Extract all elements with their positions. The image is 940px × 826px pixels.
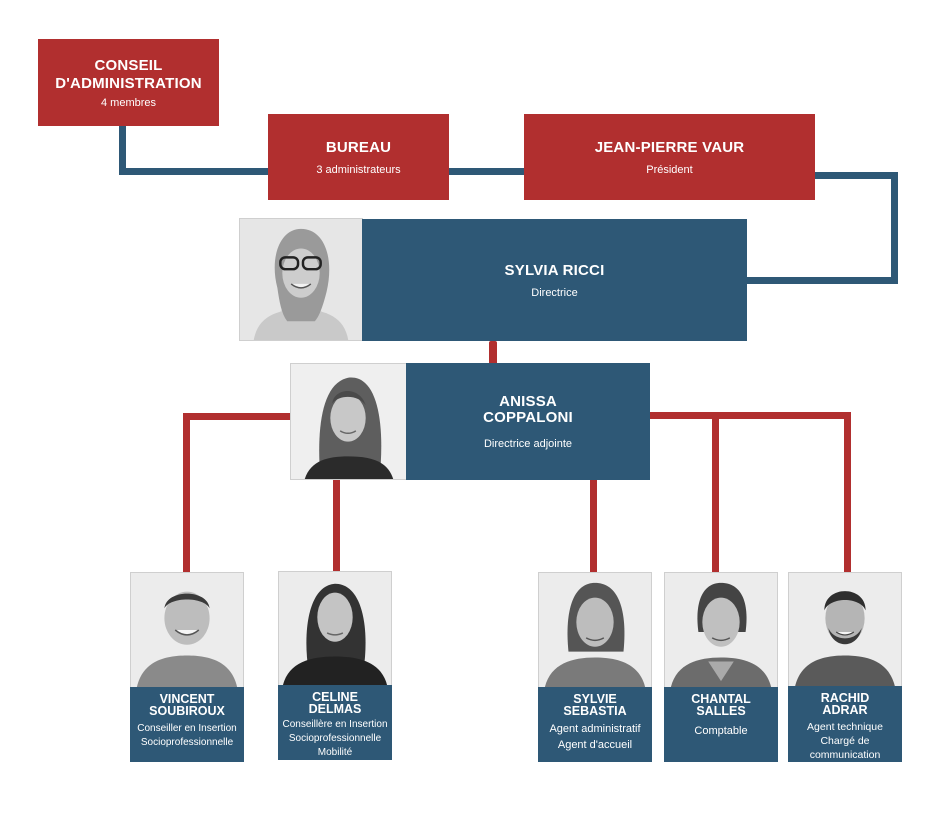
celine-role: Conseillère en Insertion Socioprofession…	[282, 719, 388, 758]
rachid-label: RACHID ADRAR Agent technique Chargé de c…	[788, 686, 902, 762]
connector-vincent	[183, 413, 190, 573]
rachid-photo	[788, 572, 902, 688]
rachid-name: RACHID ADRAR	[820, 691, 870, 717]
connector-right-horizontal	[649, 412, 851, 419]
conseil-box: CONSEIL D'ADMINISTRATION 4 membres	[38, 39, 219, 126]
celine-label: CELINE DELMAS Conseillère en Insertion S…	[278, 685, 392, 760]
connector-bureau-president	[447, 168, 527, 175]
directrice-title: SYLVIA RICCI	[504, 261, 605, 279]
bureau-sub: 3 administrateurs	[316, 163, 401, 176]
connector-directrice-adjointe	[489, 341, 497, 365]
connector-left-horizontal	[183, 413, 291, 420]
conseil-sub: 4 membres	[100, 96, 157, 109]
connector-celine	[333, 479, 340, 572]
connector-rachid	[844, 412, 851, 573]
vincent-role: Conseiller en Insertion Socioprofessionn…	[137, 723, 237, 748]
president-title: JEAN-PIERRE VAUR	[594, 138, 745, 156]
connector-sylvie	[590, 479, 597, 573]
directrice-sub: Directrice	[531, 286, 578, 299]
directrice-box: SYLVIA RICCI Directrice	[362, 219, 747, 341]
celine-photo	[278, 571, 392, 686]
sylvie-photo	[538, 572, 652, 688]
adjointe-photo	[290, 363, 407, 480]
vincent-name: VINCENT SOUBIROUX	[149, 692, 225, 718]
president-box: JEAN-PIERRE VAUR Président	[524, 114, 815, 200]
adjointe-box: ANISSA COPPALONI Directrice adjointe	[406, 363, 650, 480]
directrice-photo	[239, 218, 363, 341]
conseil-title: CONSEIL D'ADMINISTRATION	[55, 56, 202, 92]
celine-name: CELINE DELMAS	[308, 690, 362, 716]
chantal-label: CHANTAL SALLES Comptable	[664, 687, 778, 762]
adjointe-title: ANISSA COPPALONI	[483, 392, 573, 426]
connector-president-right-horizontal	[814, 172, 898, 179]
chantal-name: CHANTAL SALLES	[691, 692, 751, 718]
vincent-label: VINCENT SOUBIROUX Conseiller en Insertio…	[130, 687, 244, 762]
sylvie-label: SYLVIE SEBASTIA Agent administratif Agen…	[538, 687, 652, 762]
connector-president-right-vertical	[891, 172, 898, 284]
connector-president-directrice	[745, 277, 898, 284]
bureau-box: BUREAU 3 administrateurs	[268, 114, 449, 200]
connector-conseil-bureau-horizontal	[119, 168, 270, 175]
sylvie-name: SYLVIE SEBASTIA	[563, 692, 627, 718]
connector-conseil-bureau-vertical	[119, 124, 126, 174]
chantal-photo	[664, 572, 778, 688]
chantal-role: Comptable	[694, 725, 748, 737]
rachid-role: Agent technique Chargé de communication	[807, 721, 883, 761]
adjointe-sub: Directrice adjointe	[483, 437, 573, 450]
connector-chantal	[712, 412, 719, 573]
bureau-title: BUREAU	[325, 138, 392, 156]
sylvie-role: Agent administratif Agent d'accueil	[549, 723, 641, 751]
president-sub: Président	[646, 163, 693, 176]
vincent-photo	[130, 572, 244, 688]
